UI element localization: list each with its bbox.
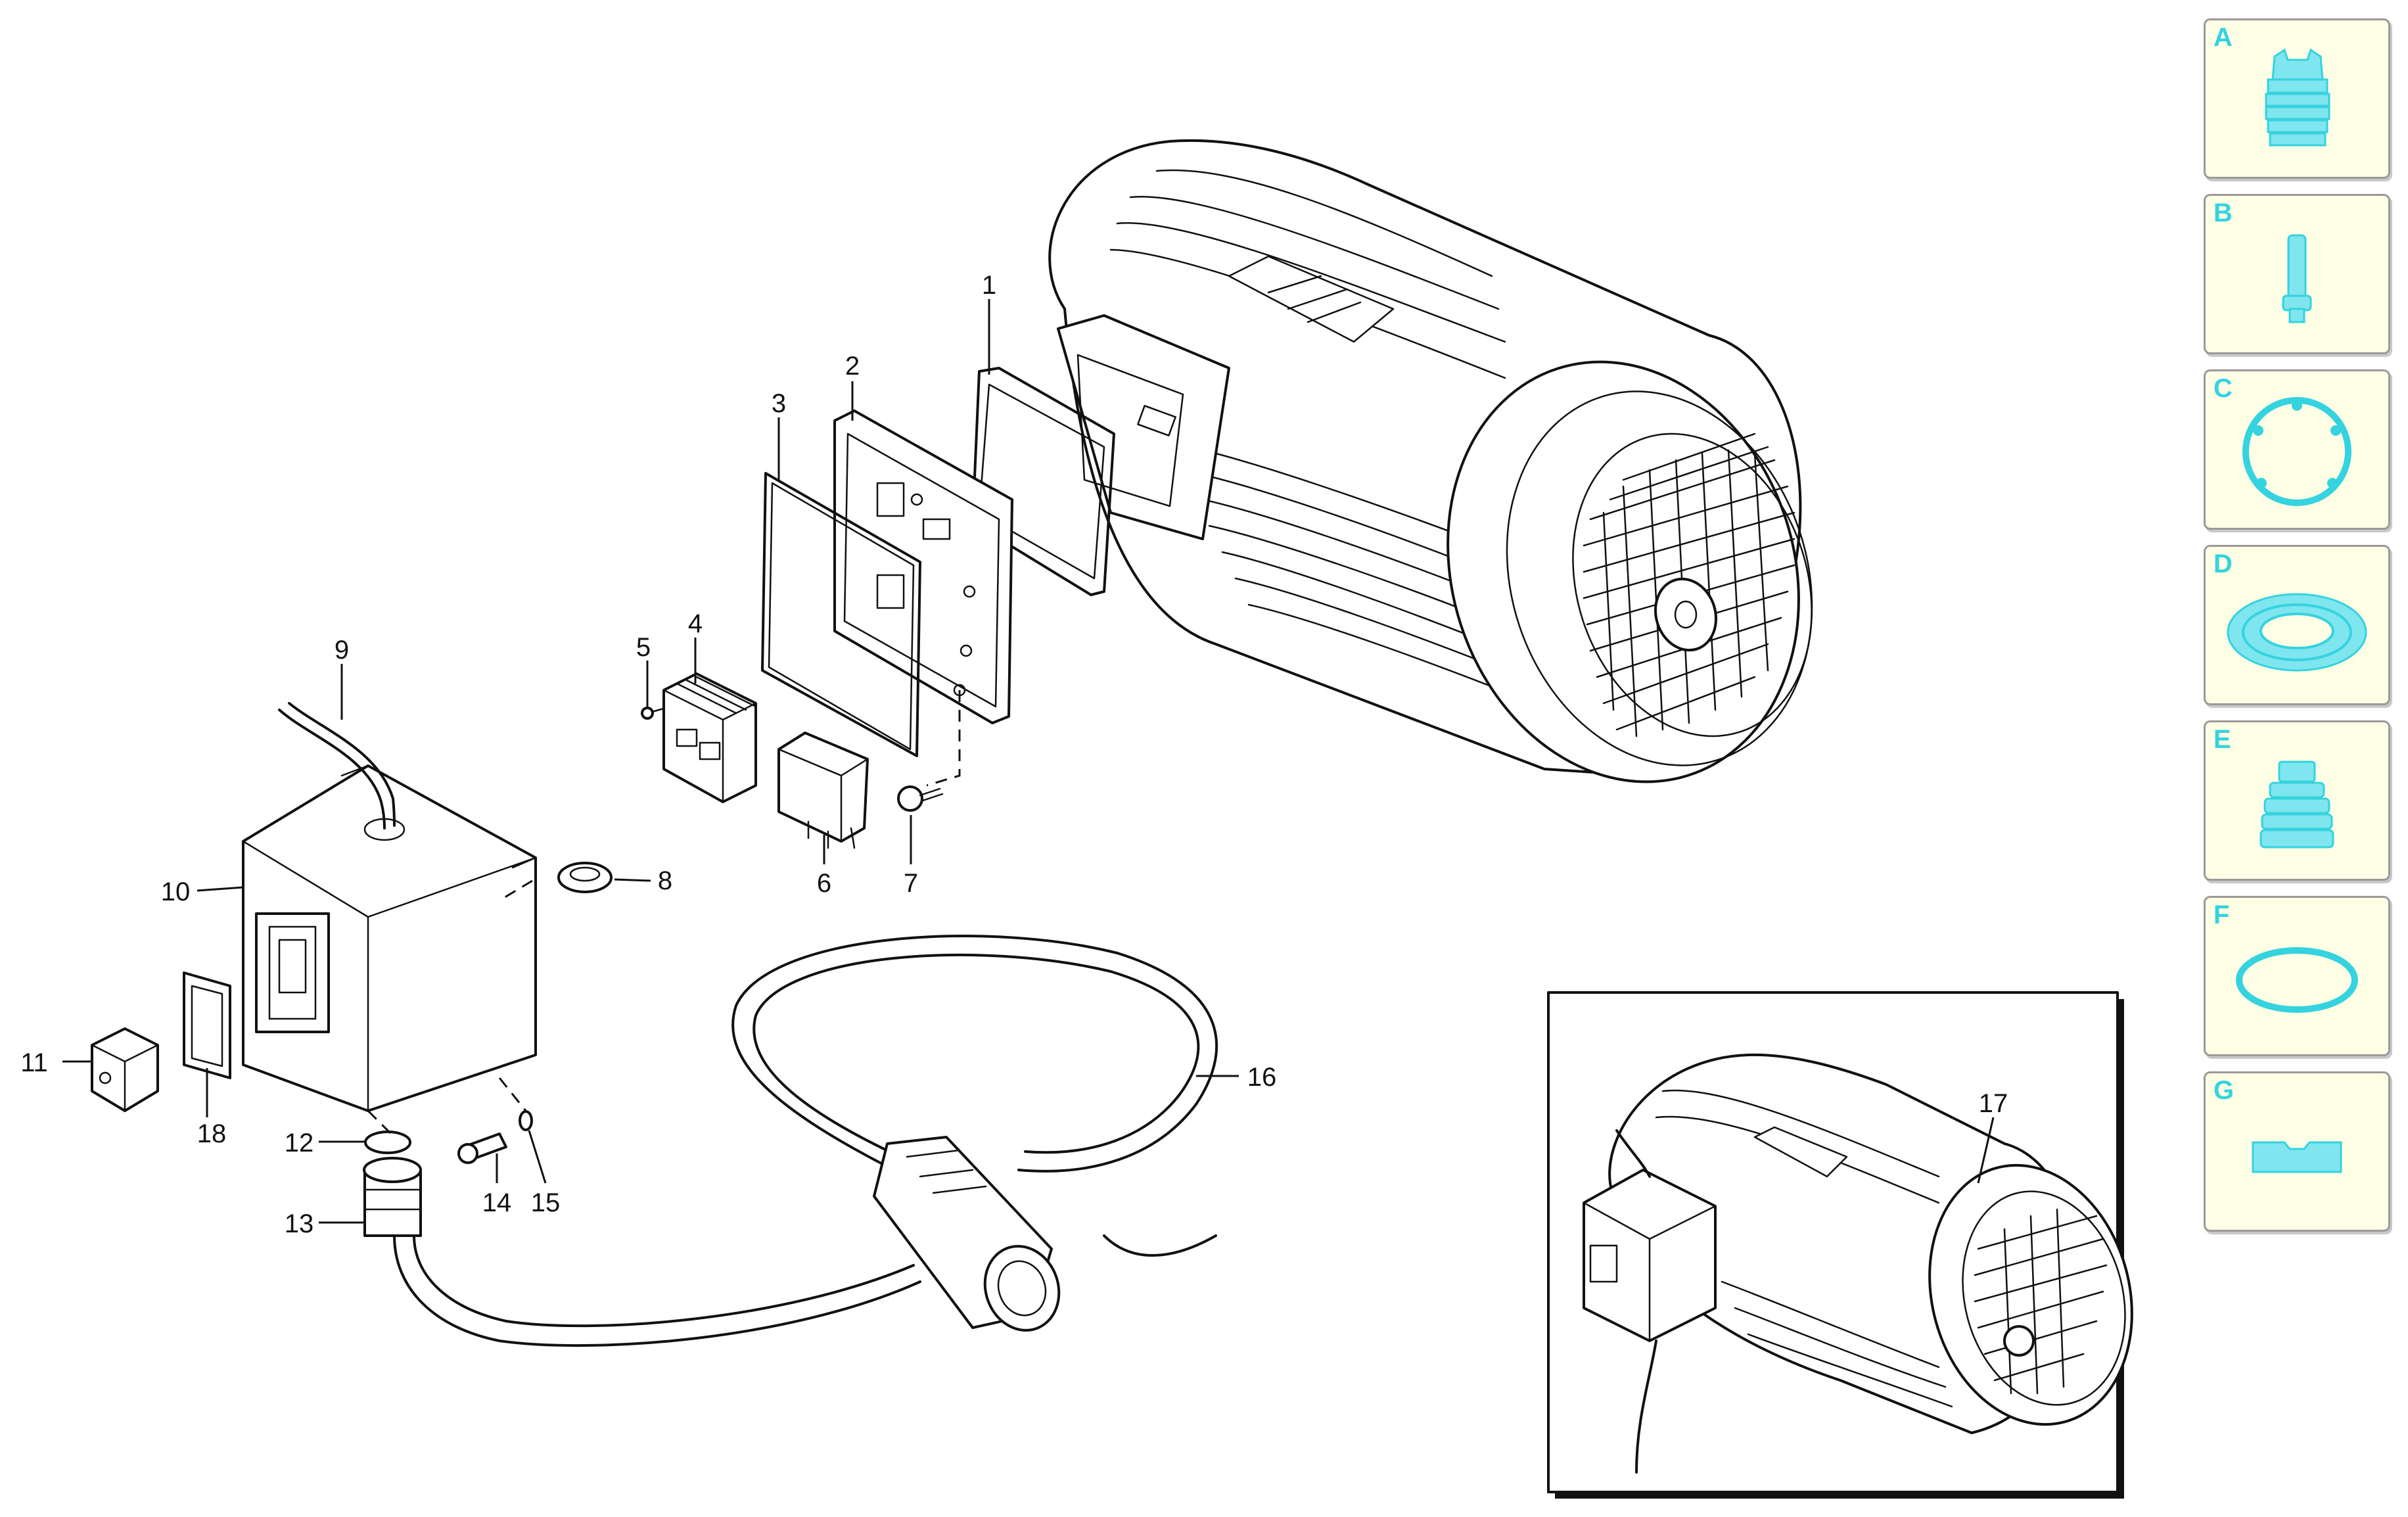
base-plate-icon (2252, 1141, 2342, 1173)
callout-15: 15 (531, 1188, 561, 1217)
part-4-contactor (662, 672, 757, 803)
category-tab-e[interactable]: E (2204, 720, 2390, 881)
callout-9: 9 (335, 636, 349, 665)
callout-6: 6 (817, 869, 831, 898)
part-8-lock-nut (557, 862, 613, 893)
callout-1: 1 (982, 271, 996, 300)
part-11-rocker-switch (91, 1027, 159, 1112)
shaft-icon (2282, 234, 2312, 323)
category-tab-d[interactable]: D (2204, 545, 2390, 705)
category-tab-g[interactable]: G (2204, 1071, 2390, 1232)
part-6-relay (777, 732, 869, 849)
electric-motor (1048, 139, 1813, 783)
tab-letter: C (2213, 374, 2233, 403)
category-tab-c[interactable]: C (2204, 369, 2390, 530)
part-7-screw (897, 785, 944, 812)
part-10-switch-box (242, 764, 537, 1112)
seal-ring-icon (2227, 593, 2367, 672)
callout-8: 8 (658, 866, 672, 895)
part-14-bolt (457, 1132, 507, 1164)
tab-letter: B (2213, 198, 2233, 227)
part-3-cover-gasket (761, 472, 921, 757)
part-18-switch-frame (183, 971, 231, 1079)
callout-16: 16 (1247, 1063, 1277, 1092)
callout-18: 18 (197, 1119, 227, 1148)
tab-letter: D (2213, 549, 2233, 578)
tab-letter: E (2213, 725, 2231, 754)
callout-10: 10 (161, 877, 191, 906)
callout-12: 12 (285, 1129, 314, 1157)
category-tab-b[interactable]: B (2204, 194, 2390, 354)
tab-letter: G (2213, 1076, 2234, 1105)
part-12-o-ring (364, 1131, 411, 1154)
callout-labels: 1 2 3 4 5 6 7 8 9 10 11 12 13 14 15 16 1… (20, 271, 2008, 1238)
callout-13: 13 (285, 1209, 314, 1238)
part-13-cable-gland (363, 1157, 422, 1237)
inset-assembled-motor (1547, 991, 2133, 1499)
part-15-washer (519, 1110, 533, 1131)
callout-14: 14 (482, 1188, 512, 1217)
leader-lines (62, 299, 1995, 1224)
coupling-icon (2265, 48, 2330, 147)
flange-ring-icon (2242, 397, 2351, 506)
category-tab-a[interactable]: A (2204, 18, 2390, 179)
o-ring-icon (2236, 947, 2358, 1013)
tab-letter: F (2213, 900, 2230, 929)
bellows-icon (2259, 760, 2334, 849)
callout-4: 4 (688, 609, 703, 638)
callout-17: 17 (1979, 1089, 2008, 1118)
callout-3: 3 (772, 389, 786, 418)
part-9-cable (278, 702, 396, 829)
callout-11: 11 (20, 1048, 48, 1077)
tab-letter: A (2213, 23, 2233, 52)
category-tab-f[interactable]: F (2204, 896, 2390, 1056)
part-2-mounting-plate (833, 409, 1013, 724)
part-5-screw (641, 707, 665, 720)
part-16-power-cord (393, 935, 1218, 1347)
callout-5: 5 (636, 633, 651, 662)
assembly-dashed-lines (367, 690, 961, 1135)
callout-2: 2 (845, 352, 860, 381)
callout-7: 7 (904, 869, 918, 898)
